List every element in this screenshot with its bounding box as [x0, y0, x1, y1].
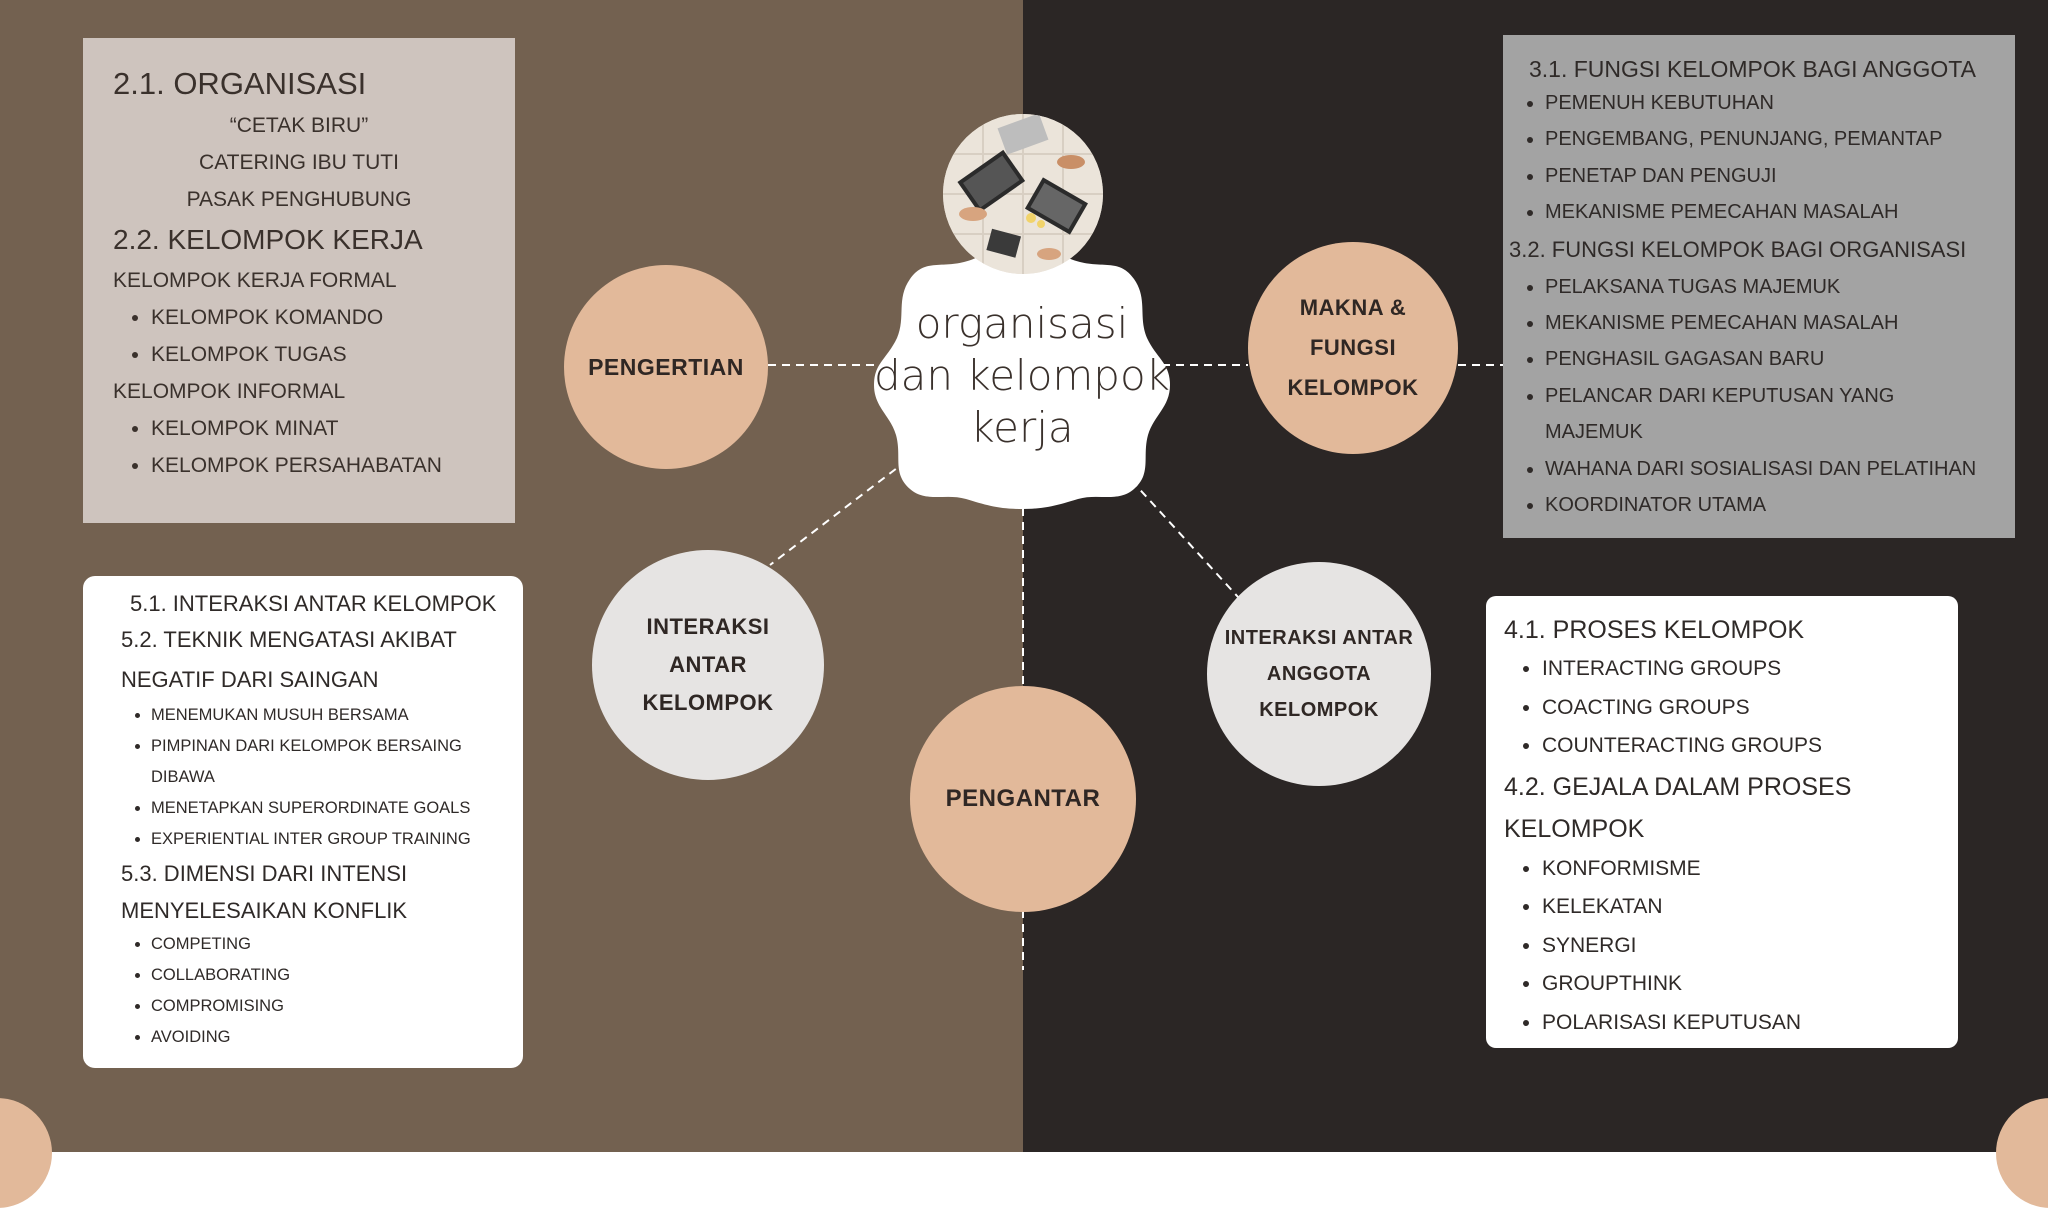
node-pengantar-label: PENGANTAR [945, 785, 1101, 812]
list-item: COMPROMISING [151, 991, 523, 1022]
list-item: COMPETING [151, 929, 523, 960]
heading-fungsi-organisasi: 3.2. FUNGSI KELOMPOK BAGI ORGANISASI [1509, 236, 1967, 262]
gejala-list: KONFORMISME KELEKATAN SYNERGI GROUPTHINK… [1504, 850, 1958, 1043]
organisasi-box: 2.1. ORGANISASI “CETAK BIRU” CATERING IB… [83, 38, 515, 523]
list-item: MENETAPKAN SUPERORDINATE GOALS [151, 793, 523, 824]
center-title-line2: dan kelompok [874, 351, 1170, 400]
node-makna-line1: MAKNA & [1299, 295, 1407, 320]
heading-gejala-line2: KELOMPOK [1504, 814, 1645, 843]
teknik-list: MENEMUKAN MUSUH BERSAMA PIMPINAN DARI KE… [121, 700, 523, 855]
node-interaksi-kelompok-line2: ANTAR [669, 652, 747, 677]
subheading-formal: KELOMPOK KERJA FORMAL [113, 269, 397, 292]
heading-gejala-line1: 4.2. GEJALA DALAM PROSES [1504, 772, 1852, 801]
organisasi-item: CATERING IBU TUTI [199, 151, 399, 174]
dimensi-list: COMPETING COLLABORATING COMPROMISING AVO… [121, 929, 523, 1053]
center-title: organisasi dan kelompok kerja [872, 298, 1172, 454]
informal-list: KELOMPOK MINAT KELOMPOK PERSAHABATAN [113, 410, 515, 484]
list-item: COACTING GROUPS [1542, 689, 1958, 728]
heading-dimensi-line1: 5.3. DIMENSI DARI INTENSI [121, 861, 408, 886]
node-makna-fungsi: MAKNA & FUNGSI KELOMPOK [1248, 242, 1458, 454]
center-title-line1: organisasi [915, 299, 1129, 348]
workspace-photo-icon [943, 114, 1103, 274]
list-item: PELAKSANA TUGAS MAJEMUK [1545, 269, 2015, 305]
list-item: KELOMPOK TUGAS [151, 336, 515, 373]
formal-list: KELOMPOK KOMANDO KELOMPOK TUGAS [113, 299, 515, 373]
list-item: MEKANISME PEMECAHAN MASALAH [1545, 194, 2015, 230]
node-pengantar: PENGANTAR [910, 686, 1136, 912]
node-pengertian: PENGERTIAN [564, 265, 768, 469]
interaksi-box: 5.1. INTERAKSI ANTAR KELOMPOK 5.2. TEKNI… [83, 576, 523, 1068]
organisasi-item: PASAK PENGHUBUNG [186, 188, 412, 211]
list-item: PELANCAR DARI KEPUTUSAN YANG MAJEMUK [1545, 378, 2015, 451]
heading-fungsi-anggota: 3.1. FUNGSI KELOMPOK BAGI ANGGOTA [1529, 56, 1976, 82]
list-item-text: PIMPINAN DARI KELOMPOK BERSAING [151, 737, 462, 755]
fungsi-organisasi-list: PELAKSANA TUGAS MAJEMUK MEKANISME PEMECA… [1509, 269, 2015, 524]
list-item: MEKANISME PEMECAHAN MASALAH [1545, 305, 2015, 341]
subheading-informal: KELOMPOK INFORMAL [113, 380, 346, 403]
list-item: GROUPTHINK [1542, 965, 1958, 1004]
list-item: PIMPINAN DARI KELOMPOK BERSAING DIBAWA [151, 731, 523, 793]
proses-box: 4.1. PROSES KELOMPOK INTERACTING GROUPS … [1486, 596, 1958, 1048]
list-item: KELOMPOK PERSAHABATAN [151, 447, 515, 484]
node-makna-line3: KELOMPOK [1287, 375, 1419, 400]
list-item: PEMENUH KEBUTUHAN [1545, 85, 2015, 121]
list-item: PENGHASIL GAGASAN BARU [1545, 341, 2015, 377]
list-item: COLLABORATING [151, 960, 523, 991]
list-item: POLARISASI KEPUTUSAN [1542, 1004, 1958, 1043]
heading-dimensi-line2: MENYELESAIKAN KONFLIK [121, 898, 408, 923]
node-pengertian-label: PENGERTIAN [588, 353, 744, 380]
center-badge [874, 240, 1170, 509]
node-interaksi-anggota-line3: KELOMPOK [1259, 699, 1379, 721]
list-item: KOORDINATOR UTAMA [1545, 487, 2015, 523]
heading-interaksi-antar-kelompok: 5.1. INTERAKSI ANTAR KELOMPOK [130, 591, 497, 616]
node-interaksi-kelompok-label: INTERAKSI ANTAR KELOMPOK [642, 608, 773, 722]
list-item: AVOIDING [151, 1022, 523, 1053]
list-item: EXPERIENTIAL INTER GROUP TRAINING [151, 824, 523, 855]
list-item: PENGEMBANG, PENUNJANG, PEMANTAP [1545, 121, 2015, 157]
heading-teknik-line2: NEGATIF DARI SAINGAN [121, 667, 379, 692]
list-item: KELOMPOK KOMANDO [151, 299, 515, 336]
list-item: SYNERGI [1542, 927, 1958, 966]
fungsi-anggota-list: PEMENUH KEBUTUHAN PENGEMBANG, PENUNJANG,… [1509, 85, 2015, 231]
list-item: INTERACTING GROUPS [1542, 650, 1958, 689]
proses-list: INTERACTING GROUPS COACTING GROUPS COUNT… [1504, 650, 1958, 766]
list-item: COUNTERACTING GROUPS [1542, 727, 1958, 766]
node-interaksi-anggota-label: INTERAKSI ANTAR ANGGOTA KELOMPOK [1225, 620, 1414, 728]
list-item: KONFORMISME [1542, 850, 1958, 889]
node-interaksi-kelompok-line3: KELOMPOK [642, 690, 774, 715]
node-interaksi-antar-anggota: INTERAKSI ANTAR ANGGOTA KELOMPOK [1207, 562, 1431, 786]
list-item-text: PELANCAR DARI KEPUTUSAN YANG [1545, 384, 1895, 407]
heading-teknik-line1: 5.2. TEKNIK MENGATASI AKIBAT [121, 627, 457, 652]
node-makna-line2: FUNGSI [1309, 335, 1397, 360]
list-item: WAHANA DARI SOSIALISASI DAN PELATIHAN [1545, 451, 2015, 487]
list-item-continuation: MAJEMUK [1545, 421, 1643, 444]
list-item: KELEKATAN [1542, 888, 1958, 927]
list-item: MENEMUKAN MUSUH BERSAMA [151, 700, 523, 731]
heading-proses-kelompok: 4.1. PROSES KELOMPOK [1504, 616, 1805, 644]
node-interaksi-kelompok-line1: INTERAKSI [646, 614, 770, 639]
list-item: PENETAP DAN PENGUJI [1545, 158, 2015, 194]
heading-organisasi: 2.1. ORGANISASI [113, 66, 367, 101]
node-interaksi-anggota-line2: ANGGOTA [1266, 663, 1372, 685]
fungsi-box: 3.1. FUNGSI KELOMPOK BAGI ANGGOTA PEMENU… [1503, 35, 2015, 538]
list-item: KELOMPOK MINAT [151, 410, 515, 447]
heading-kelompok-kerja: 2.2. KELOMPOK KERJA [113, 224, 423, 255]
center-title-line3: kerja [970, 403, 1074, 452]
node-interaksi-antar-kelompok: INTERAKSI ANTAR KELOMPOK [592, 550, 824, 780]
organisasi-item: “CETAK BIRU” [229, 114, 369, 137]
list-item-continuation: DIBAWA [151, 768, 215, 786]
node-interaksi-anggota-line1: INTERAKSI ANTAR [1224, 627, 1414, 649]
node-makna-label: MAKNA & FUNGSI KELOMPOK [1287, 288, 1418, 408]
